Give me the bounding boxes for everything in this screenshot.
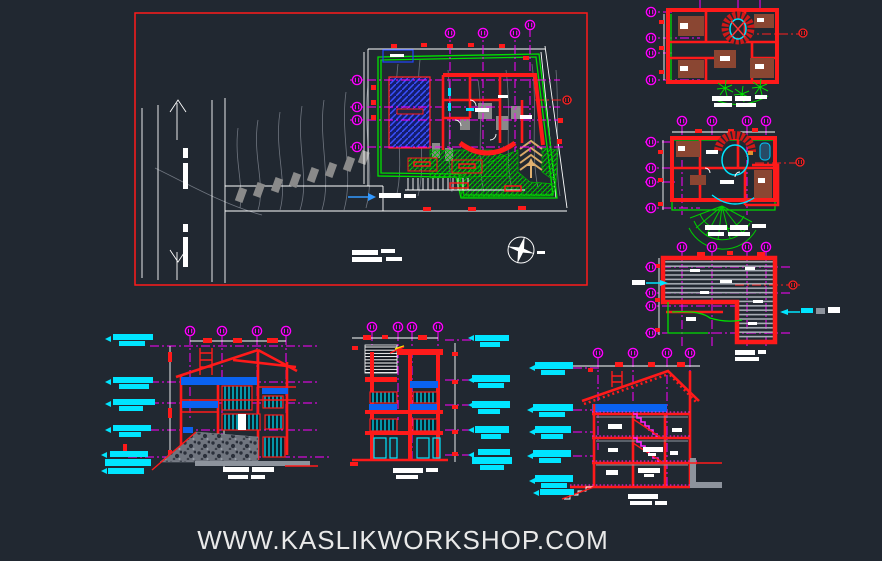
label-blob [498, 95, 508, 98]
room-blobs [606, 424, 682, 477]
driveway-ramp [519, 139, 543, 178]
window [412, 391, 438, 404]
elevation-b [350, 321, 512, 479]
entry-steps-left [561, 486, 595, 500]
roof-blobs [686, 267, 763, 325]
pool-equipment-box [382, 49, 414, 63]
door [432, 437, 441, 459]
window [262, 395, 284, 409]
roof-plan-title [735, 350, 766, 361]
roof-green-lines [667, 302, 743, 334]
label-blob [475, 108, 489, 112]
roof-plan [632, 241, 840, 361]
site-plan-frame [134, 12, 588, 286]
label-blob [706, 150, 718, 154]
label-blob [520, 115, 532, 119]
spiral-stair [721, 11, 755, 45]
site-plan [134, 12, 588, 286]
swimming-pool [382, 49, 431, 149]
road-break-bottom [169, 249, 187, 263]
garden-hatch [407, 147, 559, 198]
elevation-b-title [393, 468, 438, 479]
section-bubbles [592, 347, 696, 359]
roof-slab [660, 255, 778, 345]
parking-ticks [405, 178, 525, 192]
floor-plan-b-title [705, 224, 766, 236]
ramp-arrow [527, 158, 535, 166]
ground-right [690, 458, 722, 488]
window [369, 391, 398, 404]
furniture [678, 14, 774, 78]
curved-wall [458, 140, 517, 156]
label-blob [379, 193, 401, 198]
section-title [628, 494, 667, 505]
elevation-a-building [151, 348, 318, 471]
ground-line [195, 461, 310, 466]
north-arrow-icon [507, 236, 545, 264]
label-blob [404, 194, 416, 198]
level-labels [101, 334, 155, 474]
window [369, 418, 398, 432]
louver-screen [365, 345, 397, 373]
roof-ladder [611, 371, 623, 387]
stone-base [159, 431, 259, 463]
garage-door [262, 436, 286, 458]
elevation-a [101, 325, 330, 479]
road [141, 98, 567, 283]
watermark: WWW.KASLIKWORKSHOP.COM [197, 525, 609, 555]
building-section [527, 347, 722, 505]
label-blob [537, 251, 545, 254]
site-markers [371, 43, 563, 211]
floor-plan-a-title [712, 95, 767, 107]
furniture [676, 141, 772, 198]
door [373, 437, 387, 459]
level-labels [468, 335, 512, 470]
door [238, 414, 246, 430]
roof-ladder [199, 348, 213, 375]
window [221, 385, 253, 411]
site-plan-title [352, 249, 402, 262]
roof-slab-section [592, 404, 667, 412]
level-labels [527, 362, 574, 496]
floor-plan-b [645, 115, 806, 250]
elevation-b-bubbles [366, 321, 444, 333]
building-footprint [441, 73, 545, 156]
door [389, 437, 398, 459]
elevation-a-title [223, 467, 274, 479]
window [412, 418, 438, 432]
stair-arc [711, 131, 759, 205]
door [416, 437, 430, 459]
floor-plan-a [645, 0, 808, 107]
label-blob [390, 54, 404, 57]
roof-leaders [632, 280, 840, 315]
site-boundary [363, 45, 568, 209]
label-blob [720, 180, 734, 184]
bathtub [759, 142, 771, 161]
elevation-b-building [350, 344, 448, 466]
elevation-a-bubbles [184, 325, 292, 337]
road-break-top [169, 99, 187, 113]
section-structure [570, 369, 700, 489]
window [264, 414, 284, 430]
